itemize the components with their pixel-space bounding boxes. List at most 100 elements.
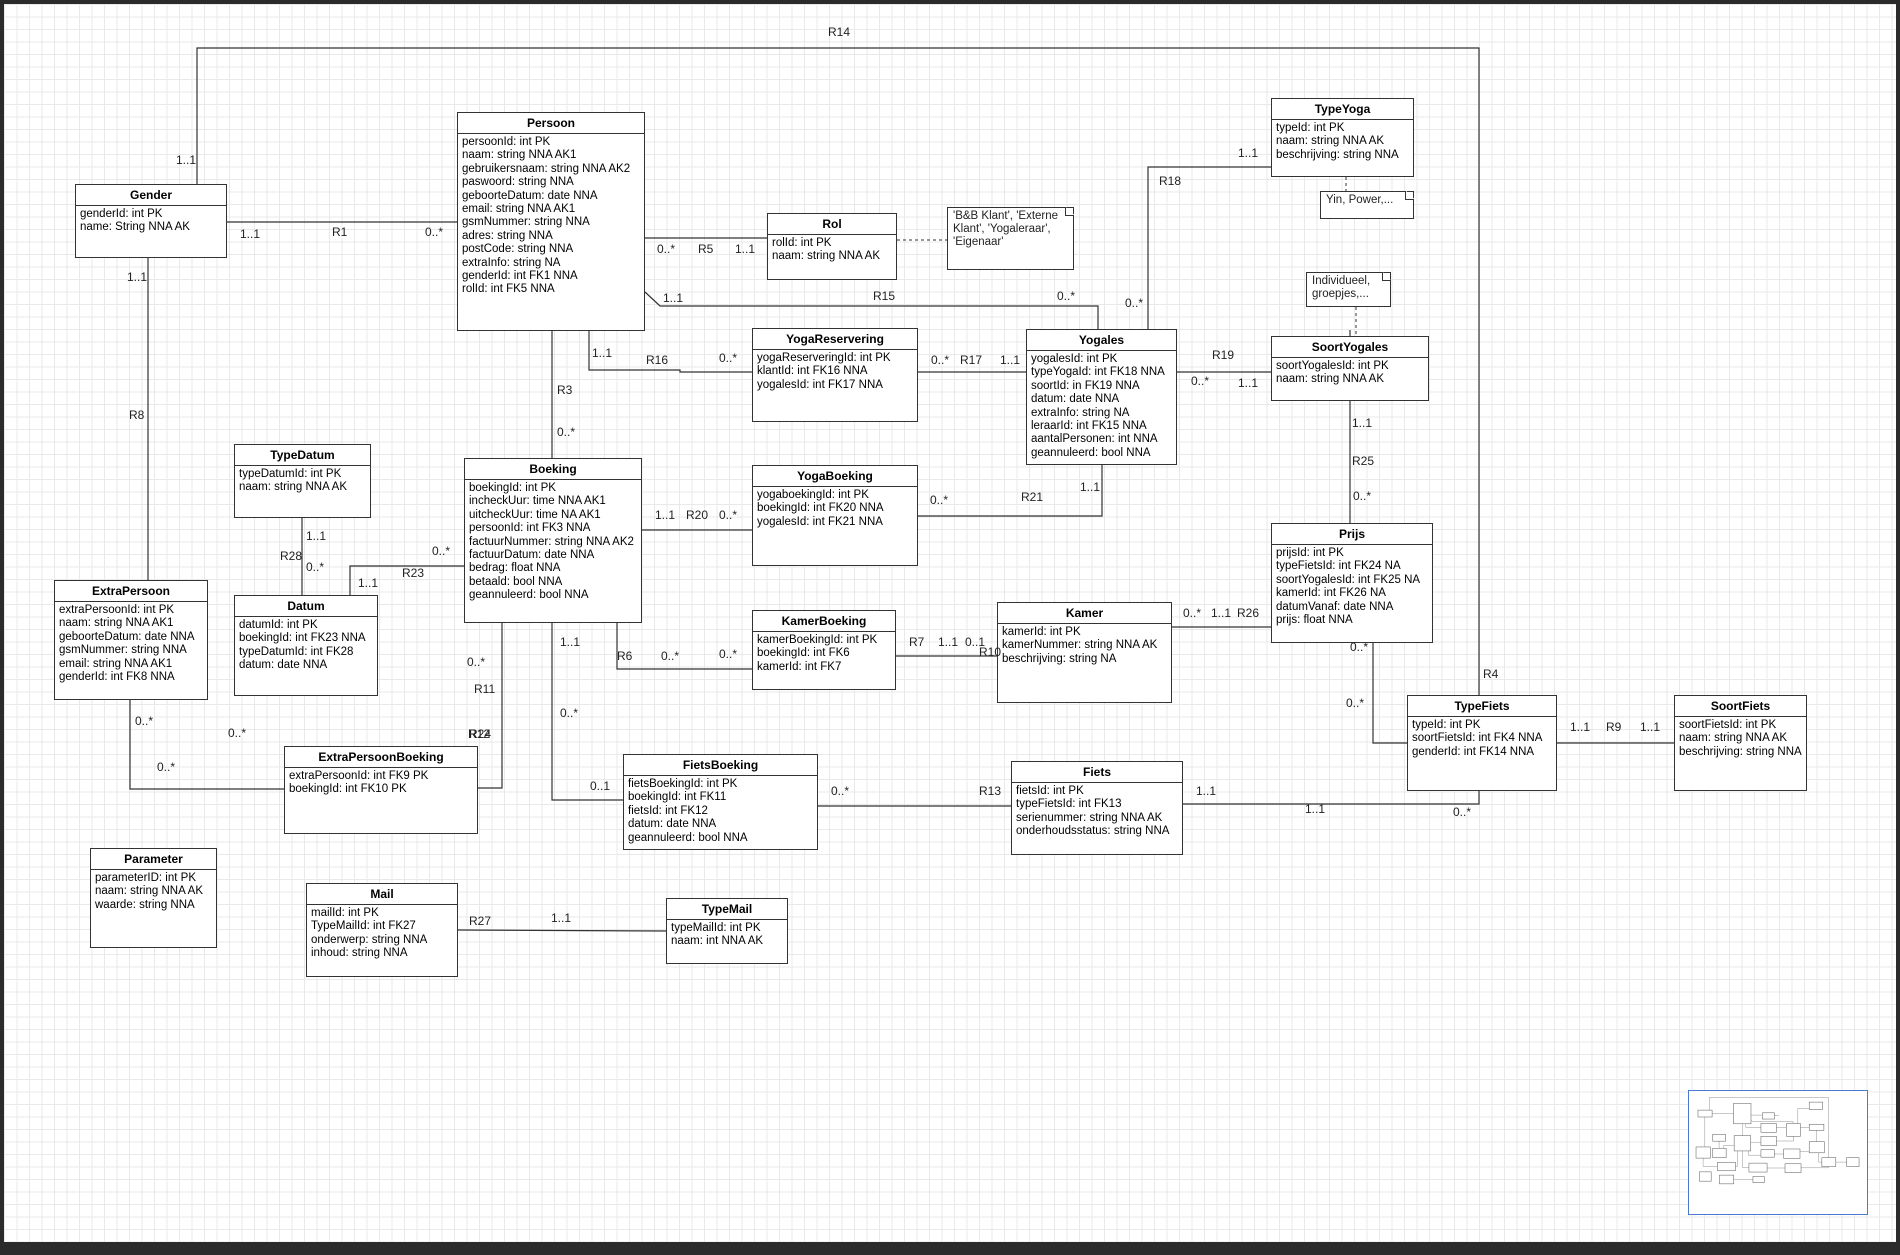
relationship-label: 1..1 [358,576,379,590]
entity-attribute: serienummer: string NNA AK [1016,811,1163,824]
relationship-label: 0..* [306,560,325,574]
entity-attribute: leraarId: int FK15 NNA [1031,420,1147,433]
relationship-label: 0..* [719,647,738,661]
relationship-label: 0..* [657,242,676,256]
entity-attribute: soortFietsId: int PK [1679,719,1777,731]
entity-title: Rol [768,214,896,235]
relationship-line[interactable] [196,47,1480,695]
entity-attribute: fietsBoekingId: int PK [628,778,738,790]
note-typeyoga[interactable]: Yin, Power,... [1320,191,1414,219]
relationship-line[interactable] [457,929,667,932]
entity-title: Mail [307,884,457,905]
entity-attribute: persoonId: int FK3 NNA [469,522,591,535]
relationship-label: 1..1 [1238,376,1259,390]
relationship-line[interactable] [129,700,284,790]
relationship-label: 0..1 [590,779,611,793]
minimap-entity [1717,1162,1736,1171]
entity-attribute: rolId: int PK [772,237,832,249]
entity-attribute: klantId: int FK16 NNA [757,365,868,378]
note-rol[interactable]: 'B&B Klant', 'Externe Klant', 'Yogaleraa… [947,207,1074,270]
entity-attribute: kamerNummer: string NNA AK [1002,639,1158,652]
entity-attribute: rolId: int FK5 NNA [462,283,555,296]
entity-title: Fiets [1012,762,1182,783]
relationship-line[interactable] [1183,791,1480,805]
relationship-line[interactable] [1147,166,1271,329]
relationship-line[interactable] [349,565,464,595]
relationship-label: 0..* [425,225,444,239]
relationship-line[interactable] [1372,643,1407,744]
relationship-line[interactable] [644,291,1099,329]
relationship-label: 0..* [661,649,680,663]
entity-title: Prijs [1272,524,1432,545]
entity-title: YogaReservering [753,329,917,350]
entity-attribute: soortYogalesId: int PK [1276,360,1389,372]
entity-title: FietsBoeking [624,755,817,776]
entity-attribute: incheckUur: time NNA AK1 [469,495,606,508]
relationship-label: R17 [960,353,983,367]
entity-attribute: typeId: int PK [1276,122,1345,134]
minimap-entity [1846,1157,1860,1167]
entity-attribute: betaald: bool NNA [469,575,563,588]
relationship-label: 0..* [157,760,176,774]
minimap-line [1709,1097,1829,1158]
minimap-entity [1760,1149,1775,1158]
minimap-entity [1821,1157,1837,1167]
entity-title: Boeking [465,459,641,480]
relationship-label: R6 [617,649,633,663]
minimap-line [1776,1136,1794,1142]
entity-attribute: boekingId: int FK11 [628,791,727,804]
entity-attribute: paswoord: string NNA [462,176,574,189]
minimap[interactable] [1688,1090,1868,1215]
relationship-line[interactable] [616,623,752,670]
entity-attribute: kamerId: int FK26 NA [1276,587,1386,600]
relationship-line[interactable] [918,465,1103,517]
relationship-line[interactable] [478,623,503,789]
minimap-line [1702,1158,1718,1167]
minimap-entity [1786,1123,1801,1137]
note-soortyogales[interactable]: Individueel, groepjes,... [1306,272,1391,307]
entity-attribute: typeYogaId: int FK18 NNA [1031,366,1165,379]
relationship-label: 0..* [432,544,451,558]
relationship-label: R24 [469,727,492,741]
entity-title: TypeYoga [1272,99,1413,120]
relationship-label: 1..1 [1211,606,1232,620]
entity-attribute: waarde: string NNA [95,898,195,911]
relationship-line[interactable] [588,331,752,373]
relationship-label: R5 [698,242,714,256]
minimap-entity [1760,1135,1777,1146]
relationship-line[interactable] [551,623,623,801]
relationship-label: R4 [1483,667,1499,681]
relationship-label: 1..1 [655,508,676,522]
relationship-label: R20 [686,508,709,522]
entity-attribute: naam: string NNA AK [772,250,881,263]
